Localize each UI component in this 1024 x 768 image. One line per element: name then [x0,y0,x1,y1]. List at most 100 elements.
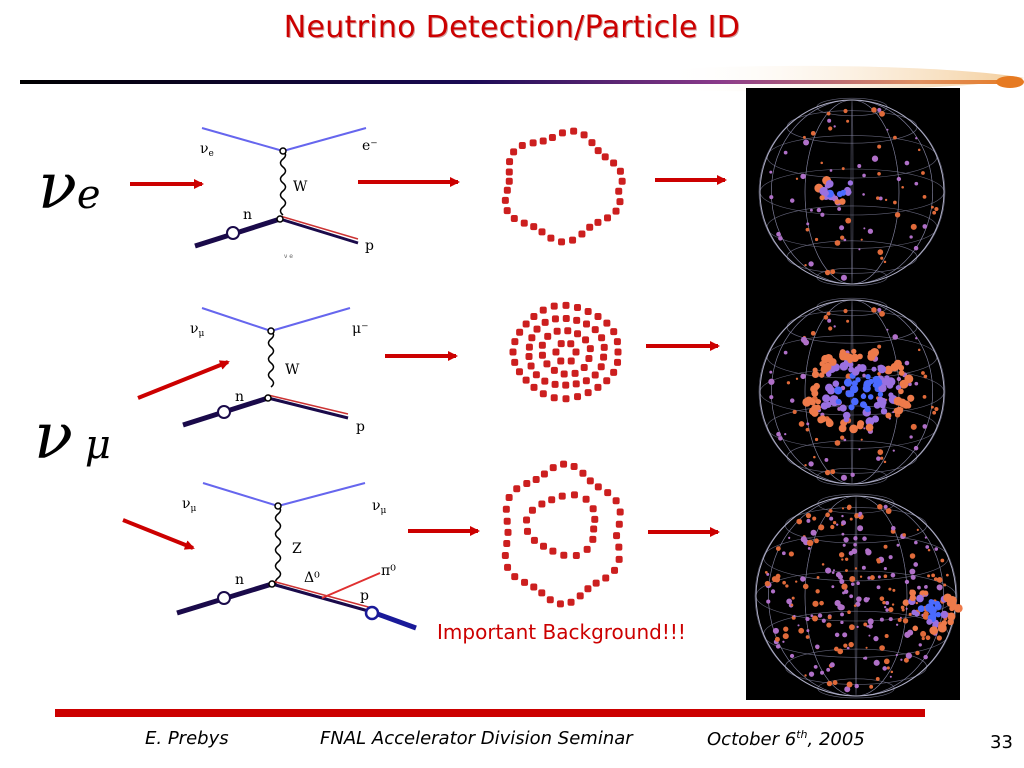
pmt-hit [828,508,833,513]
ring-dot [505,493,513,501]
pmt-hit [895,653,898,657]
pmt-hit [846,681,853,688]
ring-dot [615,187,623,195]
pmt-hit [877,371,881,376]
ring-dot [612,207,620,215]
ring-dot [539,390,547,398]
pmt-hit [907,629,914,636]
pmt-hit-cluster [811,409,819,417]
pmt-hit [905,607,908,610]
ring-dot [594,313,602,321]
pmt-hit-cluster [817,416,825,424]
pmt-hit-cluster [813,382,820,390]
event-display-muon [746,288,960,488]
pmt-hit [790,398,795,403]
ring-dot [586,477,594,485]
ring-dot [610,159,618,167]
pmt-hit-cluster [953,603,963,613]
ring-dot [530,536,538,544]
ring-dot [591,515,599,523]
pmt-hit [863,656,868,660]
pmt-hit [778,436,783,441]
pmt-hit [789,653,795,659]
pmt-hit [813,664,818,669]
pmt-hit [856,581,860,586]
label-proton: p [360,588,369,604]
pmt-hit [764,570,768,574]
label-delta: Δ⁰ [304,570,320,586]
pmt-hit [933,577,938,581]
pmt-hit [806,629,810,633]
pmt-hit [861,565,866,570]
pmt-hit [841,507,845,510]
pmt-hit [782,640,785,643]
ring-dot [543,360,551,368]
ring-dot [560,551,568,559]
pmt-hit [888,617,893,622]
pmt-hit [804,463,807,467]
pmt-hit [893,200,897,205]
pmt-hit [814,437,819,442]
pmt-hit [905,652,913,659]
ring-dot [611,566,619,574]
ring-dot [522,376,530,384]
pmt-hit [797,624,800,627]
ring-dot [580,364,588,372]
ring-dot [584,307,592,315]
pmt-hit-cluster [859,401,867,408]
pmt-hit [867,618,874,625]
pmt-hit [900,605,905,610]
pmt-hit-cluster [819,195,825,201]
pmt-hit-cluster [828,358,837,366]
ring-dot [614,348,622,356]
pmt-hit [808,461,814,467]
pmt-hit [800,373,806,380]
pmt-hit [890,670,894,674]
pmt-hit-cluster [838,424,847,433]
nu-e-symbol: νe [38,150,101,224]
ring-dot [562,301,570,309]
pmt-hit [883,658,890,665]
pmt-hit [896,543,900,547]
ring-dot [548,496,556,504]
pmt-hit [892,334,899,340]
ring-dot [528,334,536,342]
pmt-hit [908,612,912,616]
pmt-hit [844,686,851,693]
ring-dot [506,158,514,166]
ring-dot [603,377,611,385]
ring-dot [553,327,561,335]
pmt-hit [856,625,859,629]
ring-dot [505,168,513,176]
pmt-hit [803,139,810,146]
pmt-hit [921,171,925,175]
ring-dot [541,377,549,385]
pmt-hit [930,405,934,409]
pmt-hit-cluster [881,377,890,386]
pmt-hit [816,207,822,213]
pmt-hit [784,432,787,436]
pmt-hit [920,630,927,637]
label-neutron: n [243,207,252,223]
page-number: 33 [990,732,1013,753]
pmt-hit-cluster [877,391,884,398]
pmt-hit [894,212,901,218]
feynman-diagram-nc-pion: νμ νμ Z n Δ⁰ π⁰ p [176,482,417,631]
pmt-hit-cluster [848,366,855,373]
ring-pattern-electron [501,127,626,246]
pmt-hit [766,572,770,576]
pmt-hit [860,238,863,241]
pmt-hit [909,235,913,239]
pmt-hit-cluster [865,417,875,426]
ring-dot [540,470,548,478]
pmt-hit-cluster [917,605,925,613]
pmt-hit-cluster [839,404,847,412]
pmt-hit [865,549,872,556]
pmt-hit [841,558,844,561]
pmt-hit [917,148,921,152]
pmt-hit [891,525,896,531]
pmt-hit [830,469,836,475]
ring-dot [560,460,568,468]
pmt-hit [915,337,918,340]
